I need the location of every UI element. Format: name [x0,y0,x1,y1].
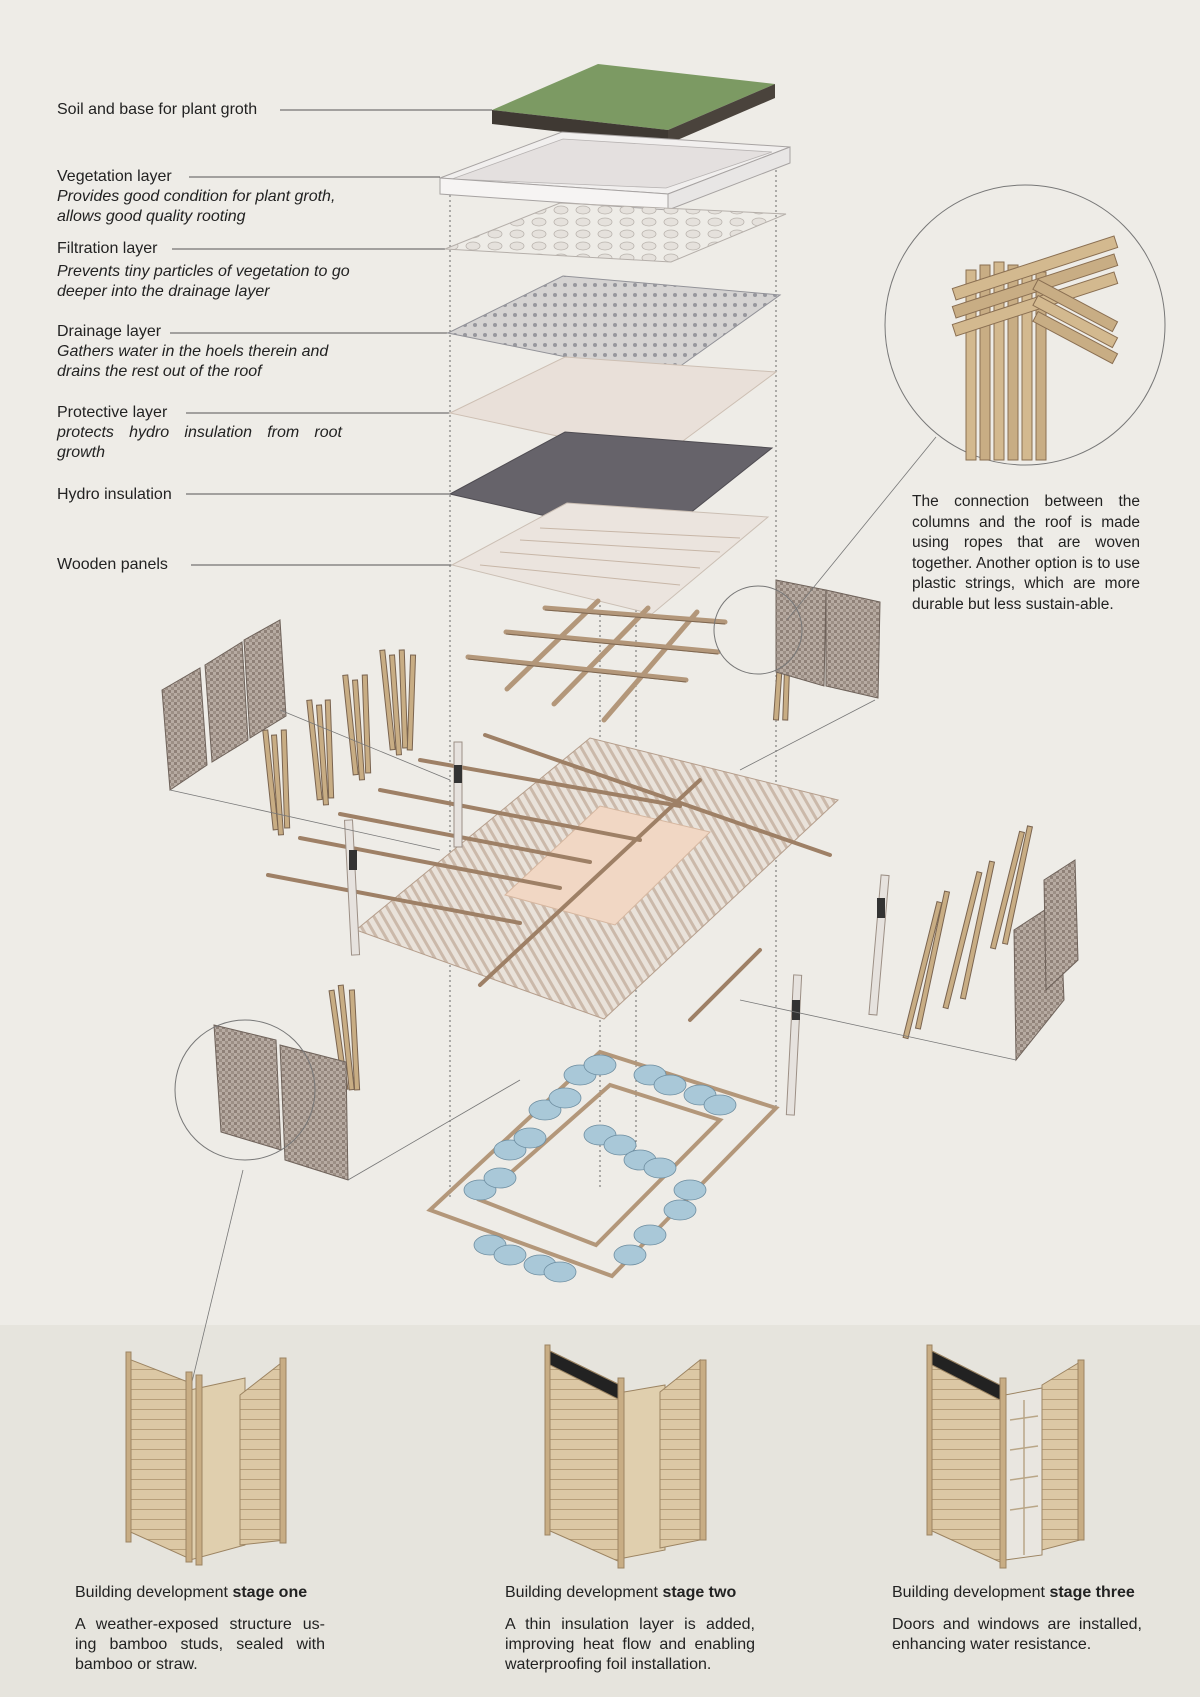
stage-one-caption: Building development stage one A weather… [75,1583,335,1675]
label-protective-title: Protective layer [57,404,168,421]
label-vegetation-desc: Provides good condition for plant groth,… [57,188,336,225]
columns [343,741,890,1116]
stage-two-desc: A thin insulation layer is added, improv… [505,1616,755,1673]
stage-one-desc: A weather-exposed structure us-ing bambo… [75,1616,325,1673]
label-vegetation: Vegetation layer Provides good condition… [57,167,347,227]
vegetation-tray [439,131,791,211]
detail-circle-small [713,585,803,675]
soil-layer [492,64,775,144]
bamboo-bundles [262,589,1034,1091]
filtration-layer [444,202,787,263]
label-protective: Protective layer protects hydro insulati… [57,403,342,463]
wooden-panels-layer [450,502,770,615]
stage-two-title: Building development stage two [505,1583,765,1603]
label-hydro: Hydro insulation [57,485,172,505]
bamboo-connection-detail [951,235,1119,461]
detail-circle-left [174,1019,316,1161]
label-drainage-title: Drainage layer [57,323,162,340]
label-protective-desc: protects hydro insulation from root grow… [57,424,342,461]
label-drainage-desc: Gathers water in the hoels therein and d… [57,343,329,380]
bottle-foundation [463,1054,737,1283]
stage-one-prefix: Building development [75,1584,233,1601]
stage-two-caption: Building development stage two A thin in… [505,1583,765,1675]
label-soil: Soil and base for plant groth [57,100,257,120]
label-wooden-panels-title: Wooden panels [57,556,168,573]
leader-lines [170,109,492,566]
label-vegetation-title: Vegetation layer [57,168,172,185]
label-wooden-panels: Wooden panels [57,555,168,575]
connection-note: The connection between the columns and t… [912,493,1140,613]
stage-one-title: Building development stage one [75,1583,335,1603]
stage-one-name: stage one [232,1584,308,1601]
label-filtration: Filtration layer Prevents tiny particles… [57,239,377,302]
stage-three-desc: Doors and windows are installed, enhanci… [892,1616,1142,1653]
roof-beam-grid [465,598,728,723]
label-filtration-title: Filtration layer [57,240,158,257]
floor-beams [266,733,832,1022]
stage-three-name: stage three [1049,1584,1135,1601]
label-filtration-desc: Prevents tiny particles of vegetation to… [57,263,350,300]
stage-three-building [926,1344,1085,1569]
label-hydro-title: Hydro insulation [57,486,172,503]
label-drainage: Drainage layer Gathers water in the hoel… [57,322,337,382]
stage-three-prefix: Building development [892,1584,1050,1601]
stage-three-caption: Building development stage three Doors a… [892,1583,1152,1655]
stage-two-prefix: Building development [505,1584,663,1601]
detail-circle-right [884,184,1166,466]
woven-wall-panels [161,579,1079,1181]
stage-two-building [544,1344,707,1569]
stage-two-name: stage two [662,1584,737,1601]
label-soil-title: Soil and base for plant groth [57,101,258,118]
stage-three-title: Building development stage three [892,1583,1152,1603]
stage-one-building [125,1351,287,1566]
